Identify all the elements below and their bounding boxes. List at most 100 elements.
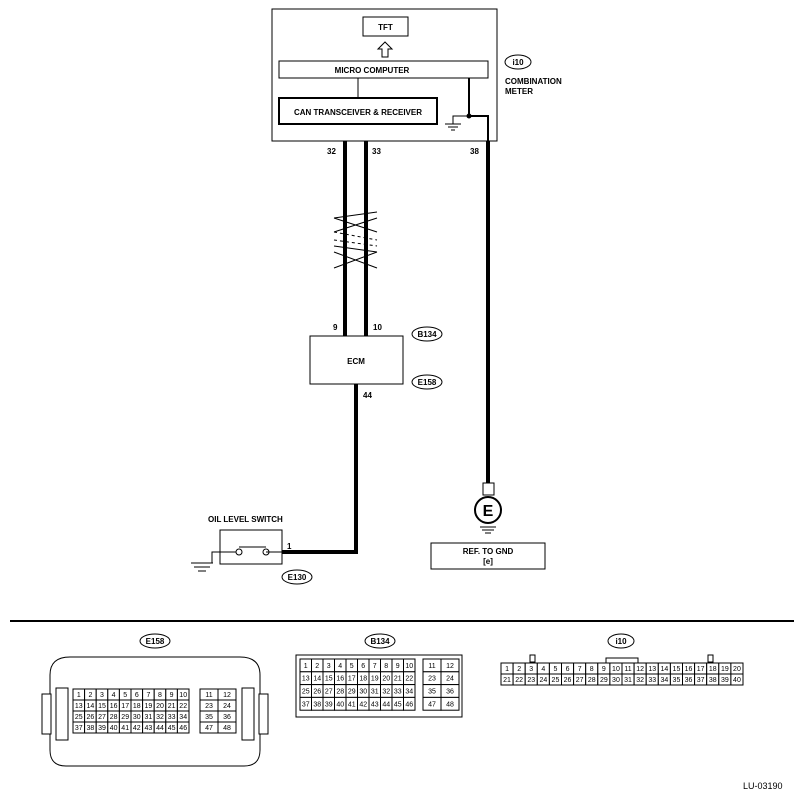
pin-number: 27	[98, 714, 106, 721]
pin-number: 21	[394, 676, 402, 683]
pin-number: 16	[685, 666, 693, 673]
pin-number: 29	[600, 677, 608, 684]
pin-label: 38	[470, 147, 479, 156]
pin-number: 6	[135, 692, 139, 699]
pin-number: 7	[373, 663, 377, 670]
pin-number: 20	[156, 703, 164, 710]
pin-cell	[176, 721, 190, 734]
meter-ground-wire	[469, 115, 489, 141]
pin-number: 17	[121, 703, 129, 710]
ground-circle	[474, 496, 502, 524]
pin-cell	[440, 696, 460, 711]
micro-computer-label: MICRO COMPUTER	[335, 66, 410, 75]
pin-number: 27	[325, 689, 333, 696]
oil-level-switch: OIL LEVEL SWITCH 1 E130	[191, 515, 313, 585]
pin-number: 39	[721, 677, 729, 684]
pin-number: 20	[382, 676, 390, 683]
connector-code: E158	[146, 637, 165, 646]
tft-label: TFT	[378, 23, 393, 32]
pin-number: 44	[382, 701, 390, 708]
pin-number: 28	[588, 677, 596, 684]
pin-number: 25	[75, 714, 83, 721]
pin-number: 18	[133, 703, 141, 710]
pin-number: 18	[359, 676, 367, 683]
connector-code-badge	[411, 326, 443, 342]
pin-label: 44	[363, 391, 372, 400]
pin-number: 15	[325, 676, 333, 683]
pin-number: 42	[133, 725, 141, 732]
pin-number: 9	[602, 666, 606, 673]
pin-number: 35	[205, 714, 213, 721]
connector-code: i10	[615, 637, 627, 646]
meter-outline	[271, 8, 498, 142]
pin-number: 41	[121, 725, 129, 732]
pin-number: 16	[110, 703, 118, 710]
pin-number: 13	[302, 676, 310, 683]
pin-number: 11	[624, 666, 631, 673]
pin-number: 35	[673, 677, 681, 684]
pin-number: 28	[336, 689, 344, 696]
pin-number: 22	[515, 677, 523, 684]
pin-number: 42	[359, 701, 367, 708]
pin-number: 11	[428, 663, 435, 670]
micro-computer-box	[278, 60, 489, 79]
pin-label: 9	[333, 323, 338, 332]
pin-number: 20	[733, 666, 741, 673]
pin-cell	[403, 696, 416, 711]
pin-number: 37	[302, 701, 310, 708]
pin-number: 30	[133, 714, 141, 721]
oil-switch-label: OIL LEVEL SWITCH	[208, 515, 283, 524]
ground-symbol-letter: E	[483, 503, 494, 520]
pin-number: 23	[205, 703, 213, 710]
connector-code-badge	[607, 633, 635, 649]
ground-icon	[191, 562, 213, 572]
pin-number: 37	[697, 677, 705, 684]
pin-cell	[217, 721, 237, 734]
pin-number: 46	[405, 701, 413, 708]
pin-number: 17	[697, 666, 705, 673]
tft-arrow-icon	[376, 41, 394, 58]
pin-number: 1	[77, 692, 81, 699]
pin-number: 18	[709, 666, 717, 673]
pin-number: 11	[205, 692, 212, 699]
pin-number: 5	[123, 692, 127, 699]
pin-number: 31	[371, 689, 379, 696]
pin-number: 13	[75, 703, 83, 710]
pin-number: 30	[612, 677, 620, 684]
pin-number: 19	[371, 676, 379, 683]
pin-number: 12	[636, 666, 644, 673]
pin-number: 36	[446, 689, 454, 696]
combination-meter: TFT MICRO COMPUTER CAN TRANSCEIVER & REC…	[271, 8, 562, 156]
pin-number: 6	[361, 663, 365, 670]
pin-number: 22	[179, 703, 187, 710]
pin-number: 14	[313, 676, 321, 683]
oil-switch-connector-code: E130	[288, 573, 307, 582]
pin-number: 45	[168, 725, 176, 732]
pin-number: 4	[541, 666, 545, 673]
pin-number: 34	[660, 677, 668, 684]
ground-point: E REF. TO GND [e]	[430, 482, 546, 570]
connector-code: B134	[370, 637, 390, 646]
meter-name-line1: COMBINATION	[505, 77, 562, 86]
pin-number: 12	[446, 663, 454, 670]
pin-number: 45	[394, 701, 402, 708]
ecm: ECM 9 10 44 B134 E158	[309, 323, 443, 400]
pin-number: 14	[87, 703, 95, 710]
pin-number: 28	[110, 714, 118, 721]
pin-number: 33	[168, 714, 176, 721]
pin-number: 33	[394, 689, 402, 696]
pin-number: 10	[612, 666, 620, 673]
pin-number: 24	[446, 676, 454, 683]
pin-number: 19	[145, 703, 153, 710]
pin-number: 2	[517, 666, 521, 673]
pin-number: 3	[327, 663, 331, 670]
pin-number: 4	[338, 663, 342, 670]
pin-number: 40	[733, 677, 741, 684]
pin-number: 34	[179, 714, 187, 721]
housing-tab-left	[41, 693, 52, 735]
